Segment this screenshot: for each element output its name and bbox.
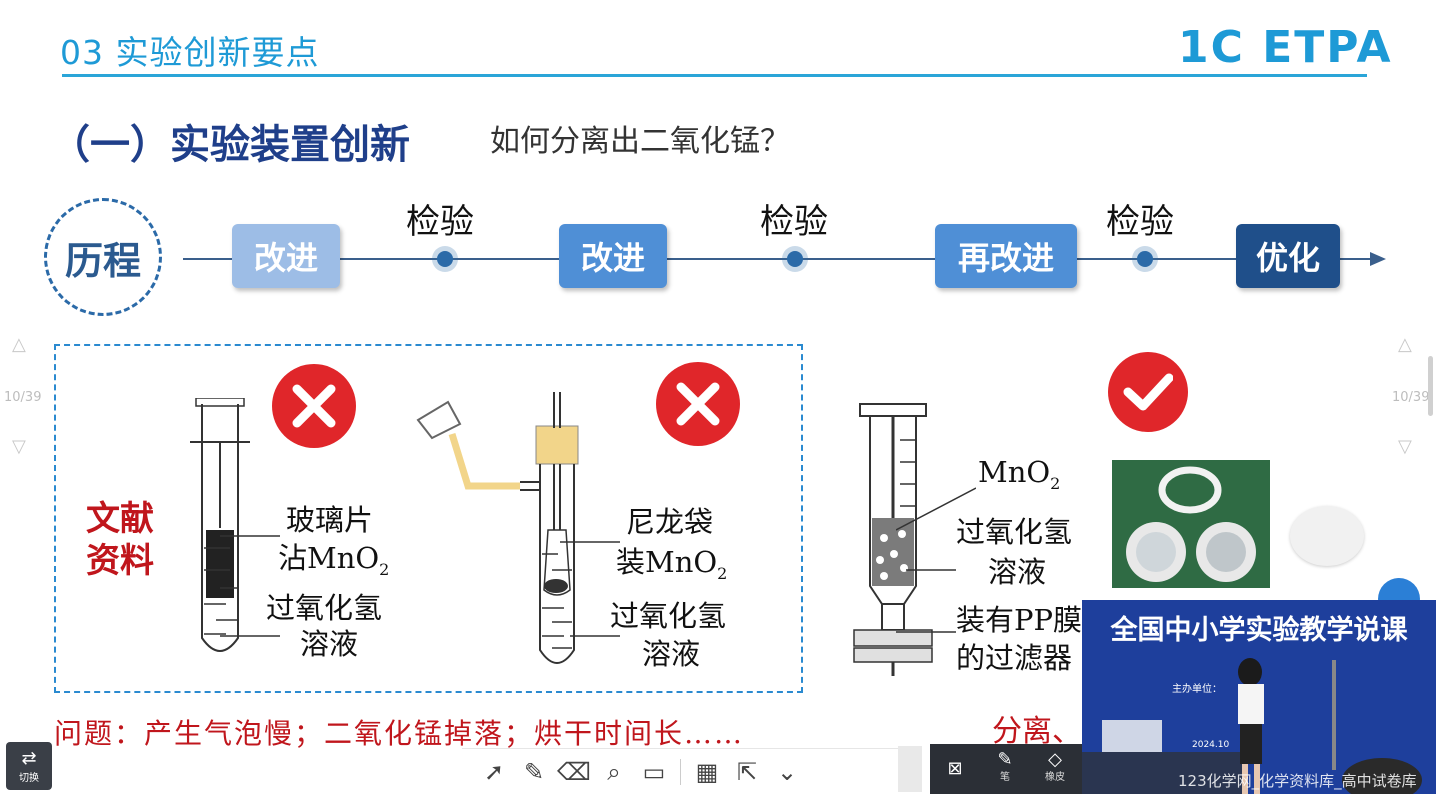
- device1-label-d: 溶液: [300, 627, 359, 661]
- prev-page-up-icon[interactable]: △: [12, 334, 26, 355]
- mno2-label: MnO2: [978, 455, 1061, 493]
- timeline-dot: [437, 251, 453, 267]
- toolbar-collapse-tab[interactable]: [898, 746, 922, 792]
- step-reimprove: 再改进: [935, 224, 1077, 288]
- qr-icon[interactable]: ▦: [695, 758, 719, 786]
- leader-lines: [560, 541, 620, 637]
- video-host-line: 主办单位：: [1172, 684, 1222, 695]
- timeline-arrow-icon: [1370, 252, 1386, 266]
- timeline-line: [183, 258, 1373, 260]
- filter-photo: [1112, 460, 1270, 588]
- slide-title: 03 实验创新要点: [60, 33, 320, 72]
- problem-text-right: 分离、: [992, 714, 1082, 749]
- pen-tool[interactable]: ✎笔: [997, 749, 1013, 784]
- step-improve-2: 改进: [559, 224, 667, 288]
- h2o2-label-b: 溶液: [988, 555, 1047, 589]
- magnifier-icon[interactable]: ⌕: [607, 758, 621, 786]
- pp-membrane-image: [1290, 506, 1364, 566]
- history-circle: 历程: [44, 198, 162, 316]
- device2-label-c: 过氧化氢: [610, 599, 727, 633]
- device2-label-a: 尼龙袋: [626, 505, 714, 539]
- pointer-icon[interactable]: ➚: [483, 758, 505, 786]
- test-tube-diagram: [190, 398, 250, 652]
- step-optimize: 优化: [1236, 224, 1340, 288]
- h2o2-label-a: 过氧化氢: [956, 515, 1073, 549]
- etpa-logo: 1C ETPA: [1178, 22, 1393, 73]
- section-question: 如何分离出二氧化锰？: [490, 124, 790, 159]
- eraser-icon[interactable]: ⌫: [557, 758, 591, 786]
- board-icon[interactable]: ▭: [642, 758, 666, 786]
- timeline-dot: [1137, 251, 1153, 267]
- page-indicator-left: 10/39: [4, 390, 42, 405]
- check-label: 检验: [406, 202, 474, 242]
- next-page-down-icon[interactable]: ▽: [1398, 436, 1412, 457]
- section-heading: （一）实验装置创新: [50, 122, 410, 168]
- correct-icon: [1108, 352, 1188, 432]
- leader-lines: [220, 535, 280, 637]
- toolbar-divider: [680, 759, 681, 785]
- wrong-icon: [656, 362, 740, 446]
- check-label: 检验: [1106, 202, 1174, 242]
- eraser-tool[interactable]: ◇橡皮: [1045, 749, 1065, 784]
- device2-label-d: 溶液: [642, 637, 701, 671]
- page-indicator-right: 10/39: [1392, 390, 1430, 405]
- video-banner: 全国中小学实验教学说课: [1110, 615, 1408, 646]
- problem-text: 问题：产生气泡慢；二氧化锰掉落；烘干时间长……: [54, 717, 745, 750]
- watermark: 123化学网_化学资料库_高中试卷库: [1178, 772, 1417, 790]
- filter-label-a: 装有PP膜: [956, 603, 1083, 637]
- drawing-tool-palette: ⊠ ✎笔 ◇橡皮: [930, 744, 1082, 794]
- timeline-dot: [787, 251, 803, 267]
- chevron-down-icon[interactable]: ⌄: [776, 758, 798, 786]
- literature-panel: [54, 344, 803, 693]
- switch-icon: ⇄: [21, 748, 37, 769]
- screen-icon[interactable]: ⊠: [947, 758, 963, 779]
- title-divider: [62, 74, 1367, 77]
- next-page-down-icon[interactable]: ▽: [12, 436, 26, 457]
- switch-button[interactable]: ⇄ 切换: [6, 742, 52, 790]
- share-icon[interactable]: ⇱: [736, 758, 758, 786]
- step-improve-1: 改进: [232, 224, 340, 288]
- leader-lines: [896, 487, 976, 633]
- device1-label-c: 过氧化氢: [266, 591, 383, 625]
- literature-label: 文献 资料: [86, 499, 154, 581]
- check-label: 检验: [760, 202, 828, 242]
- nylon-bag-apparatus-diagram: [416, 392, 579, 664]
- speaker-video[interactable]: 全国中小学实验教学说课 主办单位： 2024.10: [1082, 600, 1436, 794]
- device1-label-b: 沾MnO2: [278, 541, 390, 579]
- device1-label-a: 玻璃片: [286, 503, 374, 537]
- wrong-icon: [272, 364, 356, 448]
- annotation-toolbar: ➚ ✎ ⌫ ⌕ ▭ ▦ ⇱ ⌄: [462, 748, 900, 795]
- device2-label-b: 装MnO2: [616, 545, 728, 583]
- video-frame: [1082, 658, 1422, 794]
- filter-label-b: 的过滤器: [956, 641, 1073, 675]
- video-date-line: 2024.10: [1192, 740, 1230, 750]
- prev-page-up-icon[interactable]: △: [1398, 334, 1412, 355]
- syringe-filter-diagram: [853, 403, 933, 676]
- pen-icon[interactable]: ✎: [523, 758, 545, 786]
- scrollbar[interactable]: [1428, 356, 1433, 416]
